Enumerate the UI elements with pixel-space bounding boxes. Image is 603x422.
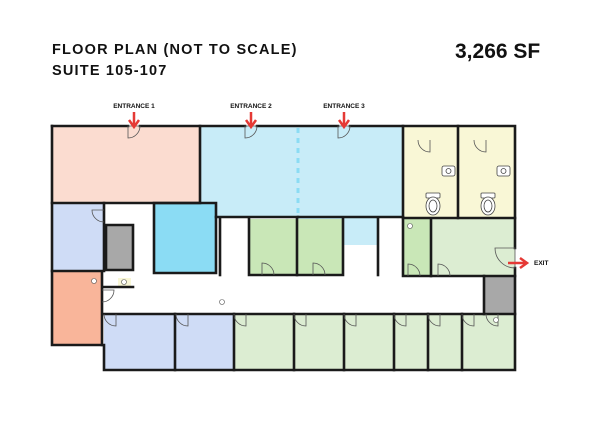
label-entrance-1: ENTRANCE 1 bbox=[113, 103, 155, 110]
office-lightgreen-4[interactable] bbox=[394, 314, 428, 370]
door-exit[interactable] bbox=[494, 247, 516, 269]
suite-label: SUITE 105-107 bbox=[52, 63, 168, 79]
entrance-arrows bbox=[127, 112, 530, 270]
doors bbox=[91, 125, 516, 327]
label-entrance-2: ENTRANCE 2 bbox=[230, 103, 272, 110]
toilet-icon bbox=[480, 192, 496, 216]
room-lightgreen-right[interactable] bbox=[431, 219, 515, 276]
door-office-blue-2[interactable] bbox=[175, 313, 189, 327]
page-title: FLOOR PLAN (NOT TO SCALE) bbox=[52, 42, 298, 58]
door-office-lg-5[interactable] bbox=[427, 313, 441, 327]
door-office-lg-4[interactable] bbox=[393, 313, 407, 327]
room-entrance-2-3[interactable] bbox=[200, 126, 403, 217]
square-footage: 3,266 SF bbox=[455, 40, 541, 63]
arrow-exit bbox=[508, 256, 530, 270]
room-entrance-1[interactable] bbox=[52, 126, 200, 203]
door-office-green-2[interactable] bbox=[312, 262, 326, 276]
door-restroom-2[interactable] bbox=[473, 139, 487, 153]
arrow-entrance-2 bbox=[244, 112, 258, 130]
door-office-lg-3[interactable] bbox=[343, 313, 357, 327]
walls bbox=[50, 124, 517, 372]
door-entrance-3[interactable] bbox=[337, 125, 351, 139]
office-lightgreen-6[interactable] bbox=[462, 314, 515, 370]
rooms bbox=[52, 126, 515, 370]
door-restroom-1[interactable] bbox=[417, 139, 431, 153]
arrow-entrance-1 bbox=[127, 112, 141, 130]
door-room-lightgreen[interactable] bbox=[437, 263, 451, 277]
office-lightgreen-1[interactable] bbox=[234, 314, 294, 370]
door-office-blue-1[interactable] bbox=[103, 313, 117, 327]
office-green-2[interactable] bbox=[298, 219, 342, 275]
ceiling-fixtures bbox=[91, 223, 499, 323]
storage-gray-right[interactable] bbox=[484, 276, 515, 314]
room-blue-left[interactable] bbox=[52, 203, 104, 271]
storage-gray-left[interactable] bbox=[107, 225, 133, 270]
sink-icon bbox=[441, 165, 456, 177]
door-room-green-small[interactable] bbox=[407, 263, 421, 277]
door-office-green-1[interactable] bbox=[261, 262, 275, 276]
door-entrance-2[interactable] bbox=[244, 125, 258, 139]
office-green-1[interactable] bbox=[250, 219, 297, 275]
door-office-lg-2[interactable] bbox=[293, 313, 307, 327]
label-exit: EXIT bbox=[534, 260, 548, 267]
room-green-small-right[interactable] bbox=[403, 219, 431, 276]
office-blue-2[interactable] bbox=[176, 314, 234, 370]
room-cyan[interactable] bbox=[154, 203, 216, 273]
arrow-entrance-3 bbox=[337, 112, 351, 130]
office-lightgreen-5[interactable] bbox=[428, 314, 462, 370]
door-office-lg-1[interactable] bbox=[233, 313, 247, 327]
door-room-orange[interactable] bbox=[101, 289, 115, 303]
office-lightgreen-2[interactable] bbox=[294, 314, 344, 370]
room-orange[interactable] bbox=[52, 272, 102, 345]
office-lightgreen-3[interactable] bbox=[344, 314, 394, 370]
door-room-blue-left[interactable] bbox=[91, 209, 105, 223]
label-entrance-3: ENTRANCE 3 bbox=[323, 103, 365, 110]
toilet-icon bbox=[425, 192, 441, 216]
office-blue-1[interactable] bbox=[104, 314, 174, 370]
door-entrance-1[interactable] bbox=[127, 125, 141, 139]
toilet-icons bbox=[425, 165, 511, 216]
door-storage-right[interactable] bbox=[485, 313, 499, 327]
sink-icon bbox=[496, 165, 511, 177]
door-office-lg-6[interactable] bbox=[461, 313, 475, 327]
